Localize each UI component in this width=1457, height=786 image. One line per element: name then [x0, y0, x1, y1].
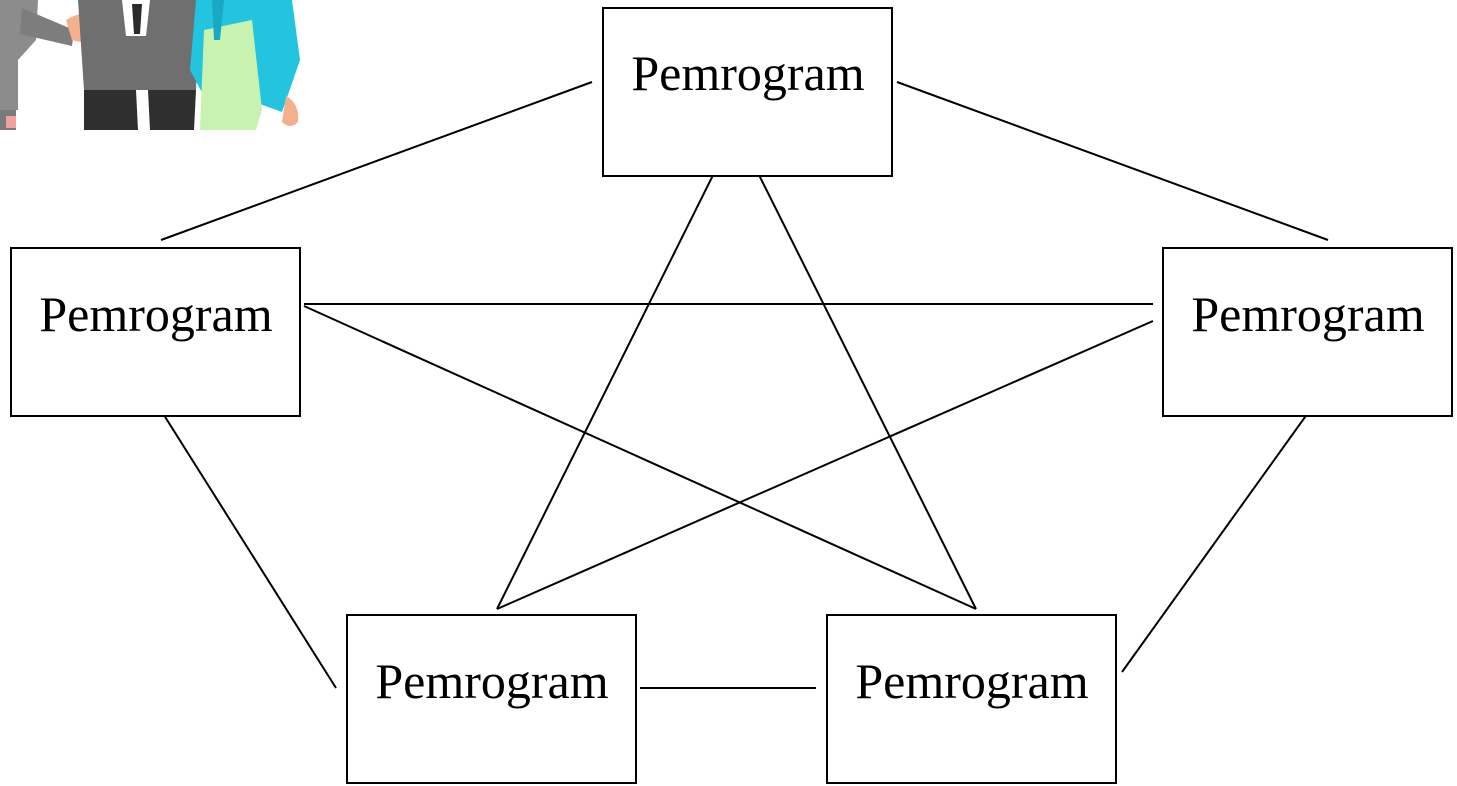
people-handshake-illustration — [0, 0, 300, 130]
programmer-box-bottom-right: Pemrogram — [826, 614, 1117, 784]
programmer-box-right: Pemrogram — [1162, 247, 1453, 417]
programmer-label-left: Pemrogram — [39, 286, 272, 342]
programmer-box-left: Pemrogram — [10, 247, 301, 417]
connector-top-left — [160, 81, 593, 241]
programmer-box-bottom-left: Pemrogram — [346, 614, 637, 784]
programmer-label-top: Pemrogram — [631, 45, 864, 101]
connector-right-bottomright — [1121, 384, 1329, 673]
connector-left-bottomright — [303, 305, 977, 610]
programmer-box-top: Pemrogram — [602, 7, 893, 177]
connector-top-bottomright — [735, 128, 977, 610]
programmer-label-bottom-right: Pemrogram — [855, 653, 1088, 709]
connector-top-right — [896, 81, 1329, 241]
connectors — [144, 81, 1329, 689]
connector-right-bottomleft — [496, 320, 1154, 610]
connector-top-bottomleft — [496, 128, 737, 610]
programmer-label-right: Pemrogram — [1191, 286, 1424, 342]
connector-left-bottomleft — [144, 384, 337, 689]
programmer-label-bottom-left: Pemrogram — [375, 653, 608, 709]
